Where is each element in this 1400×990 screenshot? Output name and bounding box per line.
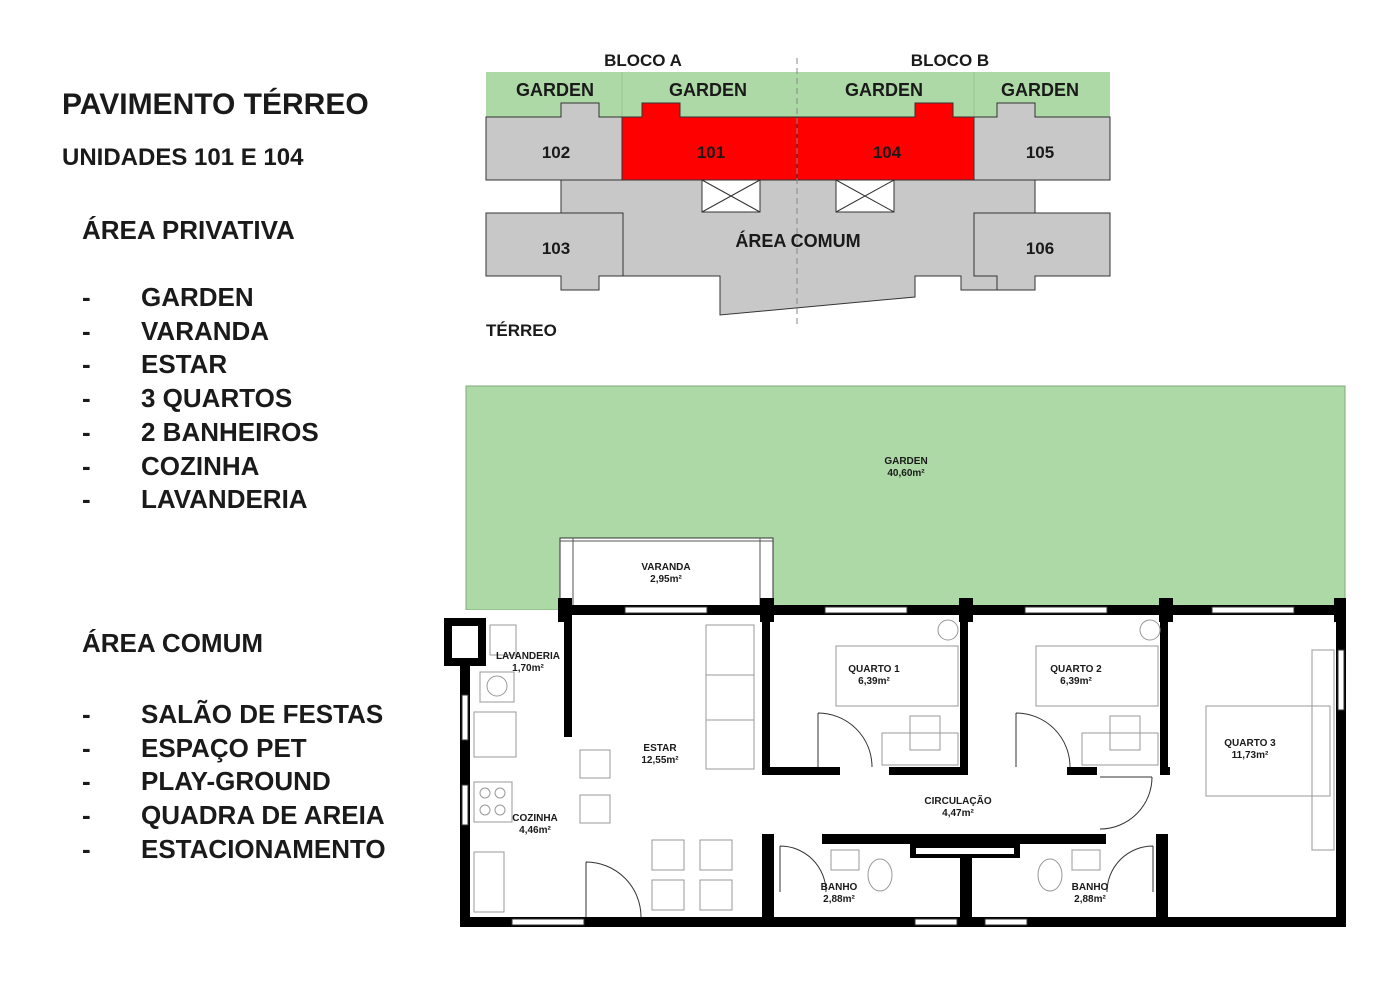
room-area: 12,55m² [641,755,679,766]
bullet-dash: - [82,766,91,797]
room-name: QUARTO 2 [1050,664,1102,675]
room-area: 1,70m² [512,663,544,674]
walls [444,598,1346,927]
private-area-heading: ÁREA PRIVATIVA [82,215,295,245]
room-area: 2,88m² [1074,894,1106,905]
key-plan-unit-105 [973,102,1111,181]
list-item-label: PLAY-GROUND [141,766,331,797]
list-item: - GARDEN [82,282,254,313]
room-area: 6,39m² [1060,676,1092,687]
list-item-label: COZINHA [141,450,260,481]
room-name: QUARTO 3 [1224,738,1276,749]
room-name: BANHO [821,882,858,893]
bullet-dash: - [82,315,91,346]
bullet-dash: - [82,349,91,380]
bullet-dash: - [82,484,91,515]
list-item: - PLAY-GROUND [82,766,331,797]
floor-plan: GARDEN 40,60m² VARANDA 2,95m² LAVANDERIA… [444,385,1346,927]
apartment-interior [460,610,1346,922]
varanda-area [559,537,774,611]
key-plan-unit-101 [621,102,798,181]
room-name: ESTAR [643,743,677,754]
list-item-label: ESTACIONAMENTO [141,833,386,864]
key-garden-label: GARDEN [845,80,923,100]
list-item-label: 2 BANHEIROS [141,416,319,447]
list-item: - QUADRA DE AREIA [82,800,385,831]
key-plan-unit-103 [485,212,624,291]
list-item-label: VARANDA [141,315,270,346]
common-area-heading: ÁREA COMUM [82,628,264,658]
block-a-label: BLOCO A [604,51,682,70]
bullet-dash: - [82,282,91,312]
list-item: - ESTACIONAMENTO [82,834,386,865]
bullet-dash: - [82,416,91,447]
room-name: GARDEN [884,456,927,467]
list-item: - ESPAÇO PET [82,733,307,764]
key-unit-label: 102 [542,143,570,162]
key-garden-label: GARDEN [516,80,594,100]
list-item-label: 3 QUARTOS [141,383,293,414]
room-area: 4,47m² [942,808,974,819]
list-item: - ESTAR [82,349,227,380]
key-unit-label: 105 [1026,143,1054,162]
room-area: 2,88m² [823,894,855,905]
room-area: 4,46m² [519,825,551,836]
key-unit-label: 104 [873,143,902,162]
bullet-dash: - [82,699,91,729]
bullet-dash: - [82,800,91,831]
bullet-dash: - [82,450,91,481]
page-title: PAVIMENTO TÉRREO [62,88,369,121]
room-name: COZINHA [512,813,558,824]
key-garden-label: GARDEN [669,80,747,100]
list-item: - SALÃO DE FESTAS [82,699,383,730]
bullet-dash: - [82,833,91,864]
room-name: LAVANDERIA [496,651,560,662]
key-plan: BLOCO A BLOCO B GARDEN GARDEN GARDEN GAR… [485,51,1111,340]
door-swings [585,712,1154,918]
room-labels: GARDEN 40,60m² VARANDA 2,95m² LAVANDERIA… [496,456,1276,905]
list-item-label: QUADRA DE AREIA [141,800,385,831]
bullet-dash: - [82,383,91,414]
furniture [473,619,1335,913]
list-item: - 2 BANHEIROS [82,417,319,448]
room-area: 2,95m² [650,574,682,585]
room-name: VARANDA [641,562,690,573]
list-item: - VARANDA [82,316,269,347]
key-plan-unit-106 [973,212,1111,291]
list-item: - COZINHA [82,451,259,482]
units-subtitle: UNIDADES 101 E 104 [62,144,304,171]
key-unit-label: 103 [542,239,570,258]
room-area: 6,39m² [858,676,890,687]
key-unit-label: 101 [697,143,725,162]
list-item-label: ESTAR [141,349,228,380]
room-name: BANHO [1072,882,1109,893]
key-unit-label: 106 [1026,239,1054,258]
room-name: QUARTO 1 [848,664,900,675]
key-plan-unit-102 [485,102,623,181]
room-area: 40,60m² [887,468,925,479]
list-item-label: LAVANDERIA [141,484,308,515]
room-name: CIRCULAÇÃO [924,794,991,807]
key-common-area-label: ÁREA COMUM [735,230,860,251]
list-item-label: GARDEN [141,282,254,312]
list-item: - 3 QUARTOS [82,383,292,414]
room-area: 11,73m² [1232,750,1269,761]
block-b-label: BLOCO B [911,51,989,70]
key-floor-label: TÉRREO [486,321,557,340]
list-item-label: ESPAÇO PET [141,732,307,763]
list-item: - LAVANDERIA [82,484,308,515]
windows [461,606,1345,926]
list-item-label: SALÃO DE FESTAS [141,699,384,729]
key-garden-label: GARDEN [1001,80,1079,100]
bullet-dash: - [82,732,91,763]
